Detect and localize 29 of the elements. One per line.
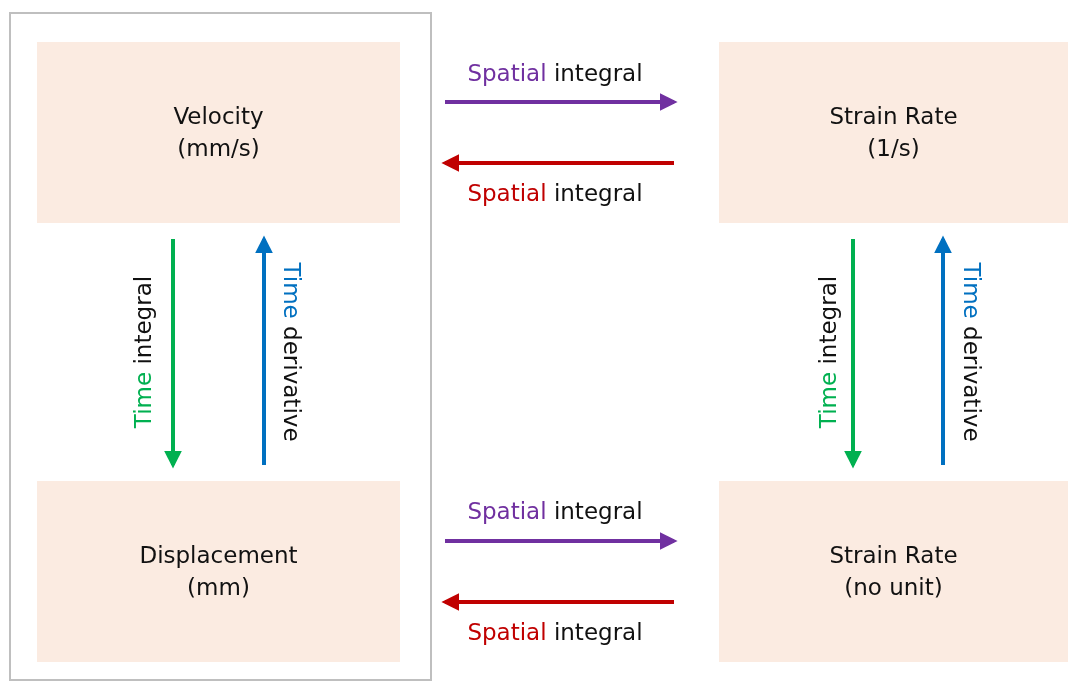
quantity-box [719, 42, 1068, 223]
edge-label: Time integral [815, 275, 843, 429]
unit-text: (no unit) [844, 573, 943, 602]
arrow [255, 235, 273, 465]
edge-label: Spatial integral [467, 180, 643, 208]
arrow [164, 239, 182, 469]
quantity-name: Strain Rate [829, 102, 958, 131]
quantity-box [719, 481, 1068, 662]
unit-text: (mm/s) [177, 134, 260, 163]
arrow [934, 235, 952, 465]
arrow [441, 593, 674, 611]
arrow [445, 532, 678, 550]
frame-box [9, 12, 432, 681]
arrow [441, 154, 674, 172]
edge-label: Spatial integral [467, 60, 643, 88]
quantity-name: Displacement [139, 541, 298, 570]
edge-label: Spatial integral [467, 498, 643, 526]
edge-label: Spatial integral [467, 619, 643, 647]
unit-text: (1/s) [867, 134, 920, 163]
quantity-name: Velocity [173, 102, 264, 131]
edge-label: Time integral [130, 275, 158, 429]
edge-label: Time derivative [957, 262, 985, 442]
arrow [445, 93, 678, 111]
quantity-box [37, 42, 400, 223]
edge-label: Time derivative [277, 262, 305, 442]
arrow [844, 239, 862, 469]
quantity-name: Strain Rate [829, 541, 958, 570]
unit-text: (mm) [187, 573, 250, 602]
quantity-box [37, 481, 400, 662]
